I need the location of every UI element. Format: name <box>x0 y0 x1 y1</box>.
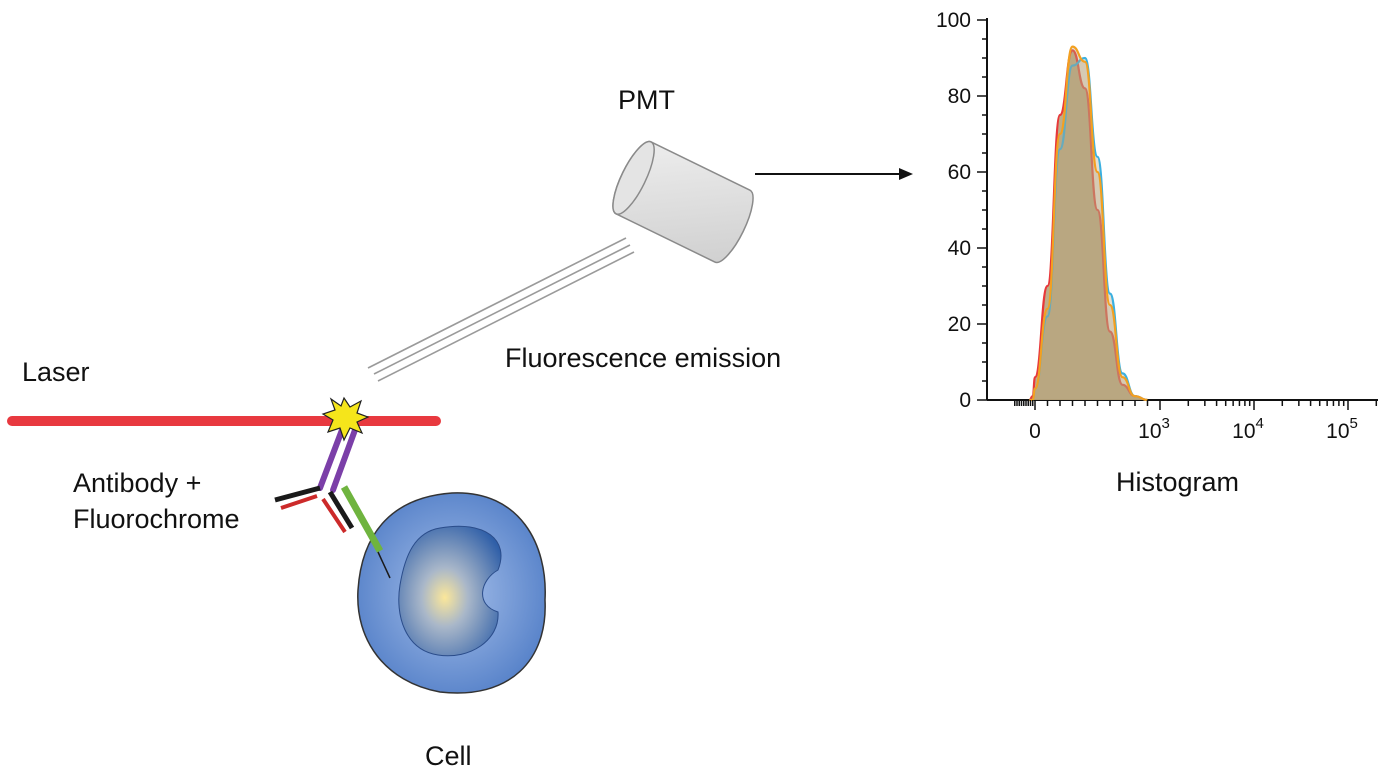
histogram-fill <box>1029 46 1148 400</box>
histogram-x-ticks: 0 103 104 105 <box>1014 400 1378 443</box>
histogram-series-line <box>1029 45 1148 402</box>
y-tick-label: 20 <box>948 313 971 336</box>
y-tick-label: 100 <box>936 9 971 32</box>
pmt-detector-icon <box>612 140 754 264</box>
x-tick-label: 105 <box>1326 415 1358 443</box>
x-tick-label: 0 <box>1029 420 1041 443</box>
antibody-label-line1: Antibody + <box>73 468 201 498</box>
cell-icon <box>357 492 546 694</box>
x-tick-label: 104 <box>1232 415 1264 443</box>
histogram-chart: 0 20 40 60 80 100 0 103 104 105 <box>936 9 1378 443</box>
histogram-label: Histogram <box>1116 467 1239 497</box>
histogram-series-line <box>1029 49 1148 402</box>
fluorochrome-spark-icon <box>321 396 370 442</box>
cell-label: Cell <box>425 741 472 771</box>
fluorescence-emission-label: Fluorescence emission <box>505 343 781 373</box>
antibody-icon <box>274 427 391 579</box>
histogram-fill <box>1029 58 1148 400</box>
fluorescence-emission-lines <box>367 237 635 382</box>
histogram-y-ticks: 0 20 40 60 80 100 <box>936 9 987 412</box>
y-tick-label: 80 <box>948 85 971 108</box>
y-tick-label: 40 <box>948 237 971 260</box>
antibody-label-line2: Fluorochrome <box>73 504 240 534</box>
laser-label: Laser <box>22 357 90 387</box>
histogram-series <box>1029 45 1148 402</box>
pmt-label: PMT <box>618 85 675 115</box>
y-tick-label: 60 <box>948 161 971 184</box>
y-tick-label: 0 <box>959 389 971 412</box>
x-tick-label: 103 <box>1138 415 1170 443</box>
signal-arrow <box>755 168 913 180</box>
